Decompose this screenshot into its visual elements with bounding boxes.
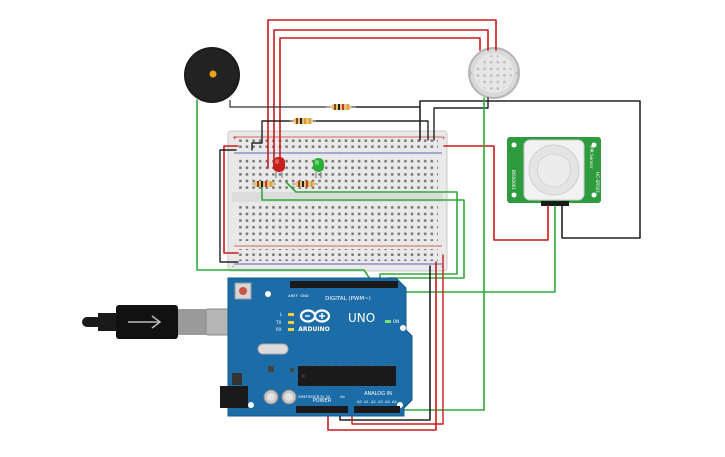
aref-label: AREF — [288, 293, 298, 298]
power-jack[interactable] — [220, 386, 248, 408]
wire-green-buzzer — [196, 99, 373, 283]
center-channel — [232, 192, 443, 202]
v5-label: 5V — [326, 395, 331, 399]
digital-header-label: DIGITAL (PWM~) — [325, 296, 371, 302]
resistor-gas[interactable] — [290, 118, 316, 124]
on-led-label: ON — [393, 319, 399, 324]
wire-red-pir-vcc — [443, 145, 549, 241]
red-led[interactable] — [273, 157, 285, 178]
wire-black-top-rail — [251, 134, 263, 151]
analog-pin-a3: A3 — [378, 400, 383, 404]
power-header-label: POWER — [313, 398, 332, 404]
gnd-top-label: GND — [300, 293, 309, 298]
analog-pin-a0: A0 — [357, 400, 362, 404]
resistor-green-led[interactable] — [292, 181, 318, 187]
green-led[interactable] — [313, 158, 324, 178]
arduino-uno[interactable]: DIGITAL (PWM~) AREF GND L TX RX ARDUINO … — [220, 277, 413, 417]
arduino-logo — [299, 309, 331, 323]
pir-sensor[interactable]: BISS0001 PIR Sensor HC-SR501 — [507, 137, 601, 206]
pir-side-label: BISS0001 — [511, 170, 516, 190]
pir-pin-header — [541, 201, 569, 206]
pir-lens-facets — [536, 153, 572, 188]
pir-mount-hole-bl — [511, 192, 517, 198]
buzzer-center-dot — [209, 70, 217, 78]
small-component-1 — [268, 366, 274, 372]
tx-led-label: TX — [275, 320, 281, 325]
resistor-red-led[interactable] — [252, 181, 276, 187]
power-header[interactable] — [296, 406, 348, 413]
ioref-label: IOREF — [298, 395, 308, 399]
top-rail-plus-label: + — [232, 135, 237, 142]
wire-green-led — [285, 181, 458, 283]
rx-led — [288, 328, 294, 331]
arduino-mount-hole-1 — [265, 291, 271, 297]
arduino-mount-hole-3 — [248, 402, 254, 408]
analog-pin-a4: A4 — [385, 400, 390, 404]
analog-header-label: ANALOG IN — [364, 391, 392, 397]
wire-red-5v — [327, 261, 437, 431]
crystal-oscillator — [257, 343, 289, 355]
digital-header[interactable] — [290, 281, 398, 288]
arduino-mount-hole-2 — [400, 325, 406, 331]
analog-header[interactable] — [354, 406, 400, 413]
v33-label: 3.3V — [317, 395, 325, 399]
small-component-2 — [290, 368, 294, 372]
arduino-model: UNO — [348, 311, 375, 325]
analog-pin-labels: A0 A1 A2 A3 A4 A5 — [357, 400, 397, 404]
wire-red-gas-1 — [267, 19, 497, 169]
arduino-brand: ARDUINO — [298, 326, 329, 333]
analog-pin-a1: A1 — [364, 400, 369, 404]
pir-mount-hole-tr — [591, 142, 597, 148]
wire-red-left-rail — [223, 145, 239, 254]
l-led — [288, 313, 294, 316]
reset-label: RESET — [308, 395, 318, 399]
on-led — [385, 320, 391, 323]
l-led-label: L — [280, 312, 283, 317]
vin-label: Vin — [340, 395, 345, 399]
piezo-buzzer[interactable] — [184, 47, 240, 103]
reset-button-cap[interactable] — [239, 287, 247, 295]
tx-led — [288, 321, 294, 324]
wire-black-res2-right — [312, 120, 429, 141]
bottom-rail-holes — [238, 249, 438, 261]
pir-model-label: HC-SR501 — [595, 172, 600, 193]
top-rail-holes — [238, 139, 438, 151]
breadboard: + + - - — [227, 130, 448, 272]
gas-sensor[interactable] — [468, 47, 520, 99]
wire-black-left-rail — [219, 149, 239, 263]
bottom-rail-minus-label: - — [232, 263, 234, 270]
wire-black-res2-left — [261, 120, 294, 136]
atmega-chip — [298, 366, 396, 386]
analog-pin-a2: A2 — [371, 400, 376, 404]
wire-red-gas-2 — [273, 29, 489, 169]
pir-mount-hole-br — [591, 192, 597, 198]
lower-terminal-holes — [238, 205, 438, 241]
resistor-buzzer[interactable] — [326, 104, 356, 110]
wire-red-gas-3 — [279, 37, 481, 169]
top-rail-plus-label-right: + — [441, 135, 446, 142]
pir-top-label: PIR Sensor — [589, 146, 594, 169]
analog-pin-a5: A5 — [392, 400, 397, 404]
rx-led-label: RX — [276, 327, 282, 332]
pir-mount-hole-tl — [511, 142, 517, 148]
bottom-rail-minus-label-right: - — [441, 263, 443, 270]
wire-black-gas-gnd — [433, 97, 489, 141]
